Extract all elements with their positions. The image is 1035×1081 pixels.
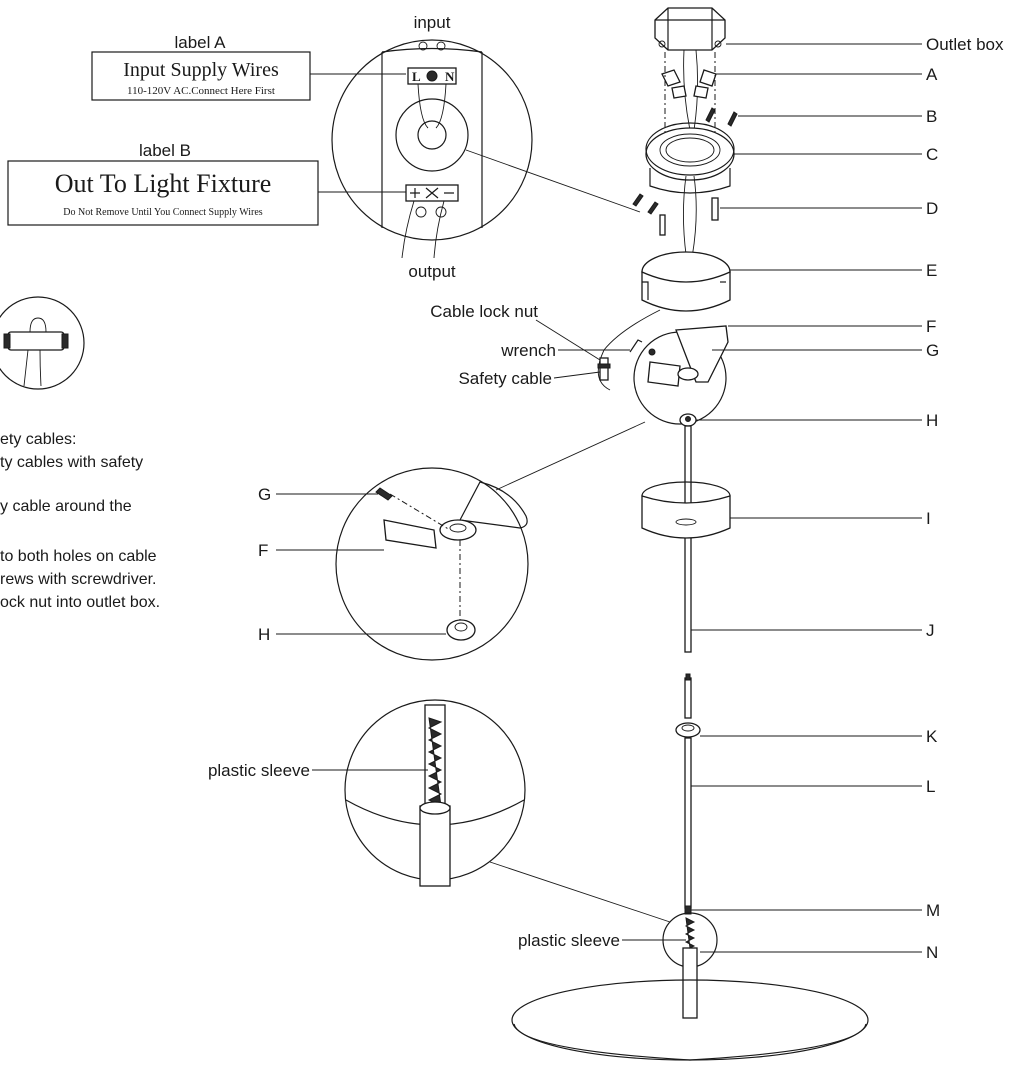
wire-connector-detail xyxy=(0,296,85,390)
wire-nuts xyxy=(661,69,717,99)
nut-h xyxy=(679,413,697,427)
callout-m: M xyxy=(926,901,940,920)
screws-d xyxy=(632,193,719,236)
callout-g: G xyxy=(926,341,939,360)
terminal-l: L xyxy=(412,69,421,84)
label-b-subtitle: Do Not Remove Until You Connect Supply W… xyxy=(63,207,263,218)
callout-b: B xyxy=(926,107,937,126)
outlet-box xyxy=(654,7,726,51)
callout-d: D xyxy=(926,199,938,218)
callout-outlet-box: Outlet box xyxy=(926,35,1004,54)
terminal-detail-circle: L N xyxy=(331,39,641,259)
instruction-line-4: to both holes on cable xyxy=(0,548,157,565)
label-b-heading: label B xyxy=(139,141,191,160)
label-b-title: Out To Light Fixture xyxy=(55,169,272,198)
callout-f: F xyxy=(926,317,936,336)
wrench xyxy=(629,339,643,353)
callout-h: H xyxy=(926,411,938,430)
sleeve-circle xyxy=(662,912,718,1019)
detail-callout-f: F xyxy=(258,541,268,560)
callout-wrench: wrench xyxy=(500,341,556,360)
rod-lower xyxy=(684,737,692,909)
label-a-box: Input Supply Wires 110-120V AC.Connect H… xyxy=(91,51,311,101)
sleeve-detail-circle xyxy=(344,699,671,923)
callout-plastic-sleeve: plastic sleeve xyxy=(518,931,620,950)
screws-b xyxy=(705,107,738,127)
coupling-k xyxy=(675,722,701,738)
callout-a: A xyxy=(926,65,938,84)
callout-c: C xyxy=(926,145,938,164)
callout-e: E xyxy=(926,261,937,280)
bracket-detail-circle xyxy=(335,421,646,661)
rod-upper xyxy=(684,425,692,719)
callout-n: N xyxy=(926,943,938,962)
output-label: output xyxy=(408,262,456,281)
bracket-circle xyxy=(633,325,729,425)
callout-k: K xyxy=(926,727,938,746)
input-label: input xyxy=(414,13,451,32)
callout-i: I xyxy=(926,509,931,528)
terminal-n: N xyxy=(445,69,455,84)
callout-safety-cable: Safety cable xyxy=(458,369,552,388)
instruction-line-6: ock nut into outlet box. xyxy=(0,594,160,611)
label-b-box: Out To Light Fixture Do Not Remove Until… xyxy=(7,160,319,226)
instruction-line-3: y cable around the xyxy=(0,498,132,515)
callout-labels-right: Outlet box A B C D E F G H I J K L M N xyxy=(926,35,1004,962)
glass-shade xyxy=(511,979,869,1061)
callout-j: J xyxy=(926,621,935,640)
cup-i xyxy=(641,481,731,539)
detail-callout-h: H xyxy=(258,625,270,644)
label-a-subtitle: 110-120V AC.Connect Here First xyxy=(127,85,275,97)
callout-cable-lock-nut: Cable lock nut xyxy=(430,302,538,321)
instruction-line-2: ty cables with safety xyxy=(0,454,143,471)
label-a-heading: label A xyxy=(174,33,226,52)
instruction-line-1: ety cables: xyxy=(0,431,76,448)
callout-lines-right xyxy=(691,43,922,953)
instruction-line-5: rews with screwdriver. xyxy=(0,571,156,588)
canopy xyxy=(641,251,731,312)
mounting-plate xyxy=(645,122,735,194)
callout-l: L xyxy=(926,777,935,796)
callout-plastic-sleeve-detail: plastic sleeve xyxy=(208,761,310,780)
label-a-title: Input Supply Wires xyxy=(123,59,279,81)
cable-lock-nut xyxy=(597,357,611,381)
detail-callout-g: G xyxy=(258,485,271,504)
